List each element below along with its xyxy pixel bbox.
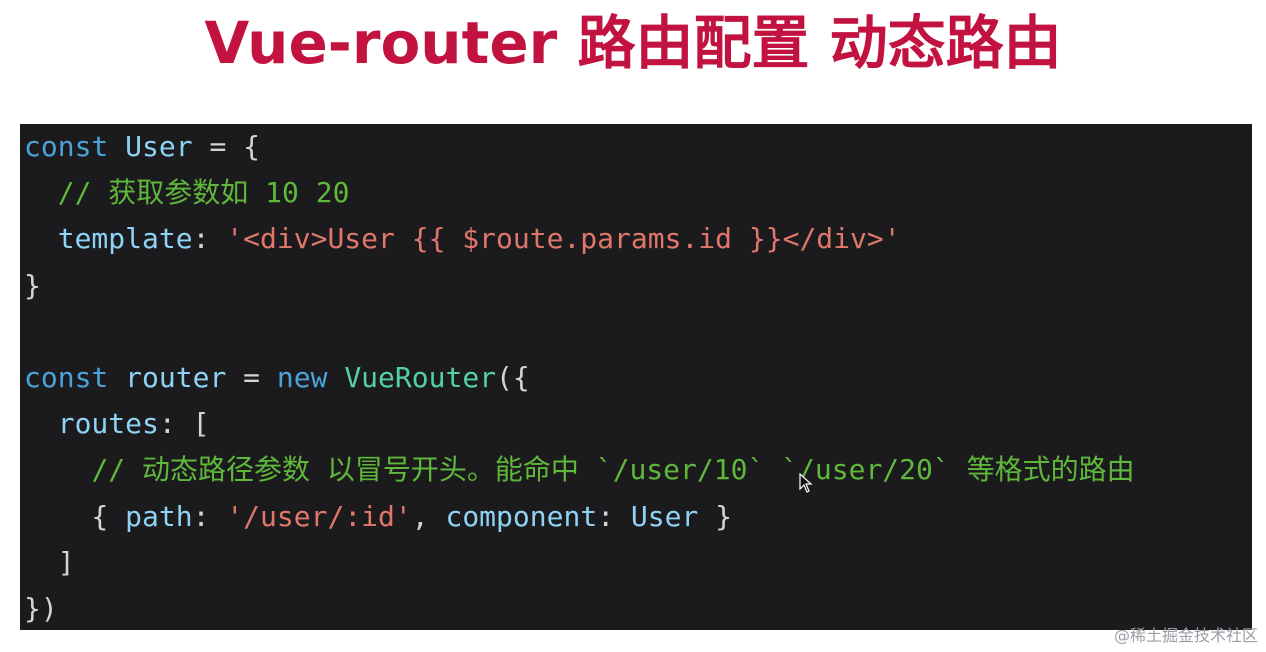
code-line: routes: [ (24, 401, 1135, 447)
code-token-ident: router (125, 360, 227, 394)
code-token-ident: component (445, 499, 598, 533)
code-line: }) (24, 586, 1135, 630)
code-token-string: '<div>User {{ $route.params.id }}</div>' (226, 222, 901, 256)
code-token-plain (108, 130, 125, 163)
code-token-keyword: const (24, 130, 109, 163)
code-editor[interactable]: const User = { // 获取参数如 10 20 template: … (20, 124, 1252, 630)
code-line: ​ (24, 309, 1135, 355)
mouse-pointer-icon (799, 473, 813, 493)
code-token-plain: = { (192, 130, 261, 163)
code-token-plain: = (226, 360, 277, 394)
code-token-plain: } (698, 499, 733, 533)
watermark: @稀土掘金技术社区 (1113, 626, 1258, 645)
code-token-plain: : (192, 499, 227, 533)
code-token-plain: : (597, 499, 631, 533)
code-token-plain: , (411, 499, 446, 533)
code-token-plain: ] (24, 545, 75, 579)
code-token-plain (24, 222, 58, 255)
code-line: } (24, 263, 1135, 309)
code-line: const User = { (24, 124, 1135, 170)
slide-title: Vue-router 路由配置 动态路由 (204, 9, 1062, 77)
code-lines: const User = { // 获取参数如 10 20 template: … (24, 124, 1135, 630)
code-token-plain (24, 453, 91, 486)
code-line: const router = new VueRouter({ (24, 355, 1135, 401)
code-token-plain (24, 407, 58, 440)
code-token-comment: // 动态路径参数 以冒号开头。能命中 `/user/10` `/user/20… (91, 453, 1135, 487)
code-token-plain: ({ (496, 360, 530, 394)
code-token-keyword: new (276, 360, 328, 394)
code-line: // 动态路径参数 以冒号开头。能命中 `/user/10` `/user/20… (24, 447, 1135, 493)
code-token-plain: } (24, 268, 41, 302)
code-token-plain (327, 361, 344, 394)
code-token-ident: path (125, 499, 193, 533)
code-token-plain: }) (24, 591, 58, 625)
code-token-keyword: const (24, 360, 109, 394)
code-token-plain (24, 176, 58, 209)
code-token-string: '/user/:id' (226, 499, 412, 533)
code-line: { path: '/user/:id', component: User } (24, 494, 1135, 540)
code-token-ident: User (125, 130, 193, 163)
code-token-comment: // 获取参数如 10 20 (57, 176, 350, 210)
code-token-ident: User (630, 499, 699, 533)
code-line: template: '<div>User {{ $route.params.id… (24, 216, 1135, 262)
code-token-ident: routes (57, 407, 159, 441)
code-line: ] (24, 540, 1135, 586)
code-token-plain: : (192, 222, 227, 256)
code-token-plain (108, 361, 125, 394)
code-token-class: VueRouter (344, 360, 497, 394)
code-token-plain: { (24, 499, 126, 533)
code-token-plain: : [ (158, 407, 210, 441)
code-line: // 获取参数如 10 20 (24, 170, 1135, 216)
code-token-ident: template (57, 222, 193, 256)
